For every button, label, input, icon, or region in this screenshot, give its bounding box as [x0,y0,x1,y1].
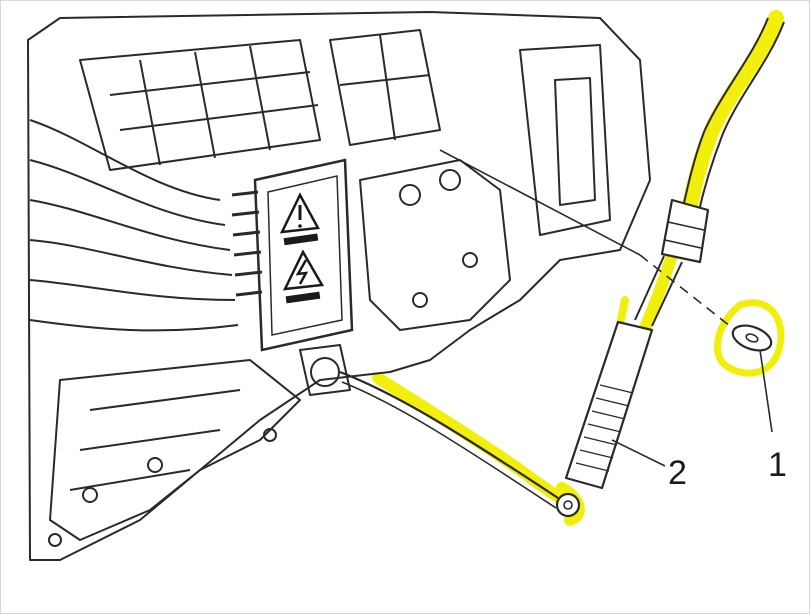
fitting-1 [399,184,421,206]
tube-5 [29,279,236,301]
alignment-line-solid [439,149,641,256]
bracket-cable [339,370,559,509]
caution-label-block [283,233,319,246]
tube-eyelet [555,492,581,518]
tube-eyelet-hole [563,500,573,510]
highlight-circle-part1 [714,299,785,377]
rib-grid-d [139,59,161,166]
pan-rib-1 [89,389,241,411]
bracket-upper-right [519,44,611,236]
cable-line-b [341,381,557,509]
seal-ring [731,324,773,352]
connector-nut [310,357,340,387]
alignment-line-dashed [639,254,736,331]
coupling-ring-2 [664,239,702,249]
harness-lines [231,190,263,297]
bolt-2 [82,487,98,503]
dipstick-tube-assembly [555,17,785,518]
bolt-1 [147,457,163,473]
tube-upper-right [697,21,785,216]
tube-4 [29,239,233,276]
pan-rib-2 [79,429,221,451]
connector-fitting [299,344,351,396]
leader-1 [759,349,773,433]
pan-rib-3 [69,469,191,491]
fitting-3 [412,292,428,308]
tube-6 [29,319,239,332]
tube-2 [29,159,226,226]
control-module [231,158,354,352]
mid-bracket [359,159,511,331]
tube-lower-right [651,261,683,327]
callout-1: 1 [768,446,787,484]
rib-grid-a [79,39,321,171]
rib-grid-i [379,34,396,141]
rib-grid-b [109,71,311,96]
tube-1 [29,119,221,201]
bolt-3 [48,533,62,547]
rib-grid-f [249,45,271,151]
module-inner [267,175,343,336]
seal-hole [745,333,759,343]
bolt-4 [263,428,277,442]
rib-grid-g [329,29,441,146]
warning-triangle-icon [279,192,320,234]
leader-2 [611,439,666,467]
bracket-slot [554,77,596,206]
electric-warning-icon [282,249,325,291]
callout-leaders [611,349,773,467]
sleeve-body [564,320,654,490]
highlight-tube-upper [680,10,784,223]
fitting-4 [462,252,478,268]
fitting-2 [439,169,461,191]
warning-label-block [285,291,321,304]
callout-2: 2 [668,454,687,492]
rib-grid-h [339,74,431,86]
pan-outline [49,359,301,541]
sleeve-hatch [575,384,634,472]
tube-upper-left [681,17,769,213]
coupling-ring-1 [667,221,705,231]
tube-3 [29,199,231,251]
tube-coupling [660,198,710,264]
rib-grid-e [194,51,216,159]
cable-line-a [339,370,559,499]
tube-lower-left [634,255,665,321]
seal-part-1 [439,149,773,352]
